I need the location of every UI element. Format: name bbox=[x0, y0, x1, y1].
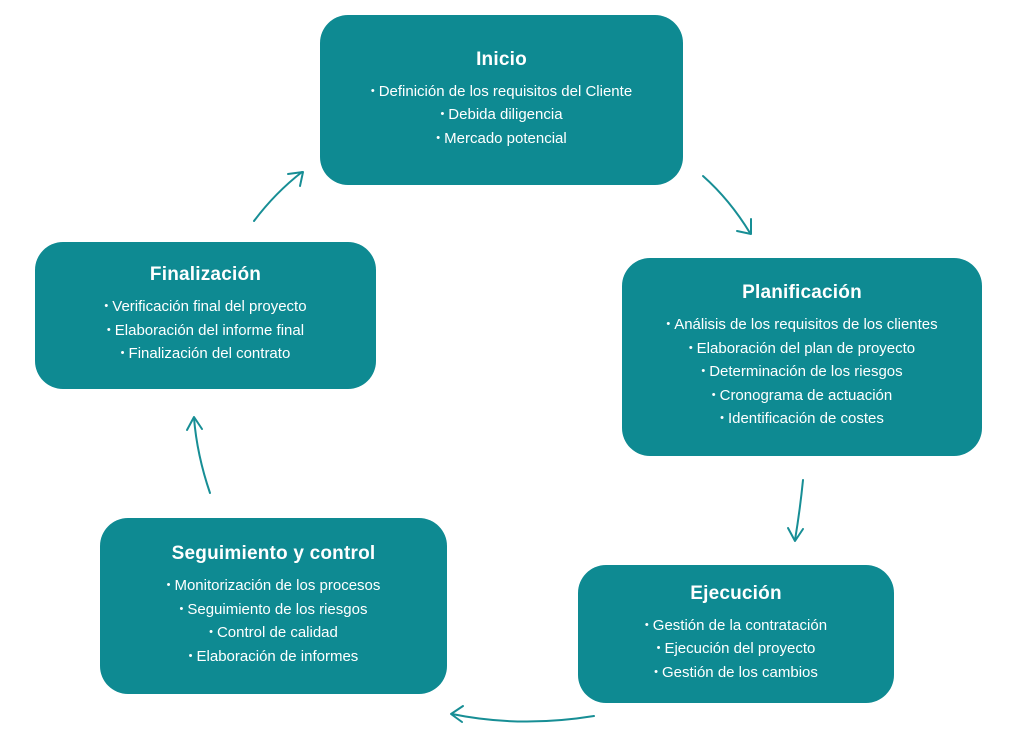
stage-item: Cronograma de actuación bbox=[666, 385, 937, 409]
stage-item: Elaboración del plan de proyecto bbox=[666, 338, 937, 362]
stage-item: Determinación de los riesgos bbox=[666, 361, 937, 385]
stage-title: Ejecución bbox=[690, 582, 782, 604]
stage-item: Ejecución del proyecto bbox=[645, 638, 827, 662]
arrowhead-planificacion-to-ejecucion bbox=[787, 527, 804, 542]
stage-item: Verificación final del proyecto bbox=[104, 296, 306, 320]
stage-title: Finalización bbox=[149, 264, 262, 286]
stage-item: Finalización del contrato bbox=[104, 343, 306, 367]
arrow-inicio-to-planificacion bbox=[702, 175, 751, 234]
stage-item: Monitorización de los procesos bbox=[167, 575, 380, 599]
stage-item-list: Definición de los requisitos del Cliente… bbox=[371, 81, 632, 152]
stage-item-list: Gestión de la contratación Ejecución del… bbox=[645, 615, 827, 686]
stage-item: Debida diligencia bbox=[371, 104, 632, 128]
arrowhead-inicio-to-planificacion bbox=[736, 218, 752, 235]
stage-item: Elaboración de informes bbox=[167, 646, 381, 670]
stage-item: Seguimiento de los riesgos bbox=[167, 599, 381, 623]
stage-ejecucion-box: Ejecución Gestión de la contratación Eje… bbox=[578, 565, 894, 703]
stage-item: Definición de los requisitos del Cliente bbox=[371, 81, 632, 105]
stage-inicio-box: Inicio Definición de los requisitos del … bbox=[320, 15, 683, 185]
stage-item-list: Verificación final del proyecto Elaborac… bbox=[104, 296, 306, 367]
stage-item: Elaboración del informe final bbox=[104, 320, 306, 344]
stage-item: Mercado potencial bbox=[371, 128, 632, 152]
stage-title: Seguimiento y control bbox=[171, 543, 376, 564]
stage-title: Planificación bbox=[742, 282, 862, 304]
stage-item-list: Monitorización de los procesos Seguimien… bbox=[167, 575, 381, 670]
stage-item: Gestión de los cambios bbox=[645, 662, 827, 686]
stage-planificacion-box: Planificación Análisis de los requisitos… bbox=[622, 258, 982, 456]
stage-item: Gestión de la contratación bbox=[645, 615, 827, 639]
arrowhead-ejecucion-to-seguimiento bbox=[450, 705, 464, 723]
arrowhead-finalizacion-to-inicio bbox=[287, 171, 304, 187]
stage-item: Control de calidad bbox=[167, 622, 381, 646]
arrow-finalizacion-to-inicio bbox=[253, 171, 303, 222]
stage-title: Inicio bbox=[476, 48, 527, 70]
arrowhead-seguimiento-to-finalizacion bbox=[186, 416, 203, 431]
stage-item: Análisis de los requisitos de los client… bbox=[666, 314, 937, 338]
stage-item-list: Análisis de los requisitos de los client… bbox=[666, 314, 937, 432]
stage-item: Identificación de costes bbox=[666, 408, 937, 432]
stage-finalizacion-box: Finalización Verificación final del proy… bbox=[35, 242, 376, 389]
stage-seguimiento-box: Seguimiento y control Monitorización de … bbox=[100, 518, 447, 694]
arrow-ejecucion-to-seguimiento bbox=[451, 713, 595, 723]
arrow-planificacion-to-ejecucion bbox=[794, 479, 804, 541]
arrow-seguimiento-to-finalizacion bbox=[193, 417, 211, 494]
